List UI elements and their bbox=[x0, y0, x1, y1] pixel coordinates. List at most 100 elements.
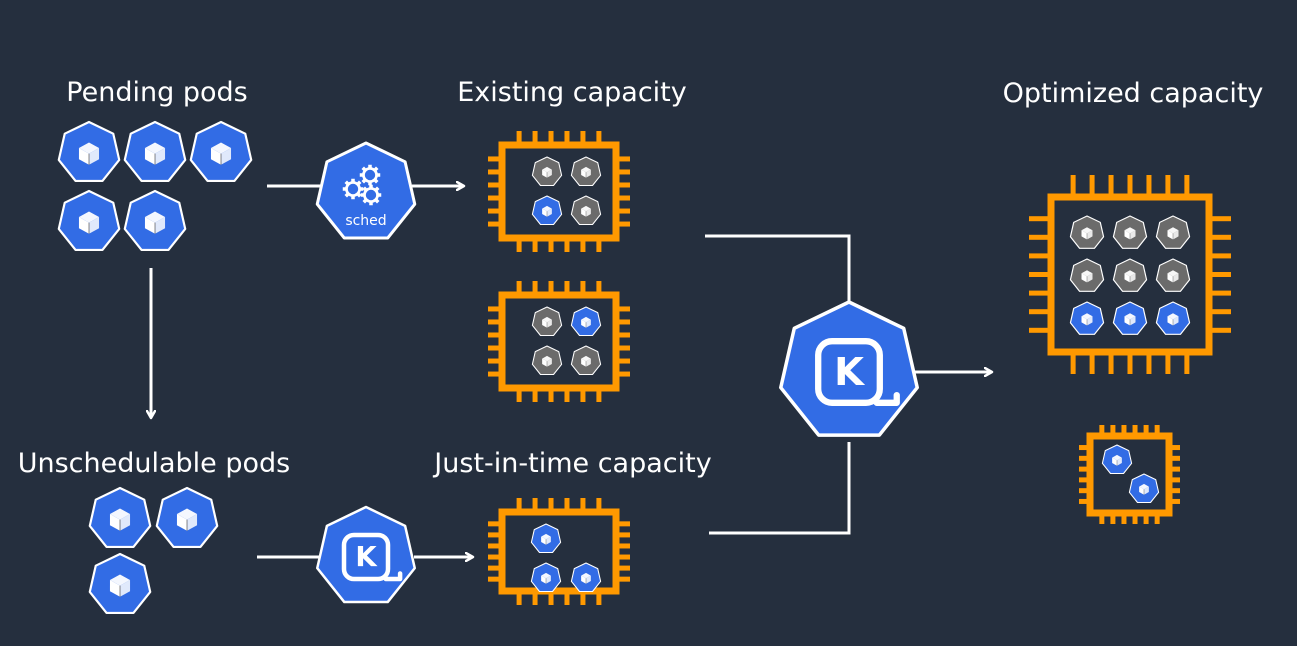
chip-pin bbox=[1029, 272, 1051, 277]
chip-pin bbox=[548, 498, 554, 512]
chip-pin bbox=[488, 182, 502, 188]
chip-pin bbox=[596, 388, 602, 402]
pod-icon bbox=[1155, 301, 1191, 335]
pod-icon bbox=[1069, 215, 1105, 249]
cube-face-left bbox=[1081, 230, 1087, 240]
cube-face-top bbox=[109, 574, 131, 586]
line-jit-to-karpenter bbox=[709, 442, 851, 535]
chip-pin bbox=[1146, 175, 1152, 197]
cube-face-left bbox=[109, 514, 120, 531]
gear-tooth bbox=[369, 184, 373, 189]
chip-body bbox=[1047, 193, 1213, 356]
cube-face-top bbox=[78, 142, 100, 154]
cube-face-top bbox=[109, 508, 131, 520]
chip-pin bbox=[488, 156, 502, 162]
label-existing-capacity: Existing capacity bbox=[457, 77, 687, 108]
chip-pin bbox=[488, 565, 502, 571]
cube-face-left bbox=[542, 319, 547, 328]
cube-face-right bbox=[1130, 316, 1136, 326]
chip-pin bbox=[1089, 175, 1095, 197]
chip-pin bbox=[596, 238, 602, 252]
chip-pin bbox=[616, 345, 630, 351]
cube-face-top bbox=[176, 508, 198, 520]
line-existing-to-karpenter bbox=[705, 234, 851, 305]
chip-pin bbox=[1121, 513, 1127, 524]
just-in-time-node bbox=[488, 498, 630, 605]
pod-icon bbox=[531, 345, 563, 376]
cube-face-left bbox=[1167, 273, 1173, 283]
pod-icon bbox=[570, 306, 602, 337]
cube-face-right bbox=[1130, 273, 1136, 283]
cube-face-top bbox=[581, 572, 591, 579]
chip-pin bbox=[1079, 466, 1090, 472]
cube-face-left bbox=[541, 575, 546, 584]
gear-tooth bbox=[369, 201, 373, 206]
pod-icon bbox=[1112, 258, 1148, 292]
pod-icon bbox=[88, 486, 152, 549]
chip-pin bbox=[1029, 327, 1051, 333]
cube-face-right bbox=[89, 148, 100, 165]
pending-pods-group bbox=[57, 120, 253, 252]
pod-icon bbox=[123, 189, 187, 252]
chip-pin bbox=[564, 498, 570, 512]
pod-icon bbox=[530, 562, 562, 593]
unschedulable-pods-group bbox=[88, 486, 219, 615]
chip-pin bbox=[488, 532, 502, 538]
cube-face-top bbox=[1139, 483, 1149, 490]
chip-pin bbox=[1209, 290, 1231, 296]
chip-pin bbox=[1169, 455, 1180, 461]
chip-pin bbox=[488, 371, 502, 377]
cube-face-right bbox=[586, 169, 591, 178]
chip-pin bbox=[616, 358, 630, 364]
chip-pin bbox=[616, 319, 630, 325]
pod-icon bbox=[530, 523, 562, 554]
chip-pin bbox=[1143, 513, 1149, 524]
gear-ring bbox=[362, 167, 378, 183]
chip-pin bbox=[548, 591, 554, 605]
cube-face-top bbox=[1112, 454, 1122, 461]
chip-pin bbox=[564, 238, 570, 252]
cube-face-top bbox=[542, 355, 552, 362]
chip-pin bbox=[1121, 425, 1127, 436]
pod-icon bbox=[123, 120, 187, 183]
chip-pin bbox=[532, 281, 538, 295]
chip-pin bbox=[616, 521, 630, 527]
cube-face-top bbox=[144, 142, 166, 154]
chip-pin bbox=[564, 281, 570, 295]
chip-pin bbox=[1099, 513, 1105, 524]
chip-pin bbox=[616, 169, 630, 175]
cube-face-right bbox=[1087, 230, 1093, 240]
chip-pin bbox=[532, 498, 538, 512]
pod-icon bbox=[531, 195, 563, 226]
chip-pin bbox=[1079, 445, 1090, 451]
chip-pin bbox=[1079, 498, 1090, 504]
chip-pin bbox=[1079, 455, 1090, 461]
chip-pin bbox=[580, 238, 586, 252]
chip-pin bbox=[564, 388, 570, 402]
chip-pin bbox=[1132, 513, 1138, 524]
cube-face-left bbox=[581, 319, 586, 328]
cube-face-right bbox=[89, 217, 100, 234]
chip-pin bbox=[1143, 425, 1149, 436]
cube-face-top bbox=[210, 142, 232, 154]
chip-pin bbox=[532, 591, 538, 605]
chip-body bbox=[498, 508, 620, 595]
cube-face-left bbox=[176, 514, 187, 531]
pod-icon bbox=[57, 189, 121, 252]
cube-face-right bbox=[546, 536, 551, 545]
gear-ring bbox=[363, 187, 379, 203]
scheduler-label: sched bbox=[345, 213, 386, 229]
cube-face-top bbox=[581, 166, 591, 173]
chip-pin bbox=[616, 208, 630, 214]
chip-pin bbox=[1169, 488, 1180, 494]
cube-face-left bbox=[1081, 273, 1087, 283]
chip-pin bbox=[1209, 234, 1231, 240]
karpenter-tape-tail bbox=[873, 391, 900, 406]
chip-pin bbox=[1127, 352, 1133, 374]
cube-face-left bbox=[109, 580, 120, 597]
chip-pin bbox=[580, 131, 586, 145]
cube-face-right bbox=[1144, 486, 1149, 495]
pod-icon bbox=[570, 562, 602, 593]
chip-pin bbox=[1169, 466, 1180, 472]
